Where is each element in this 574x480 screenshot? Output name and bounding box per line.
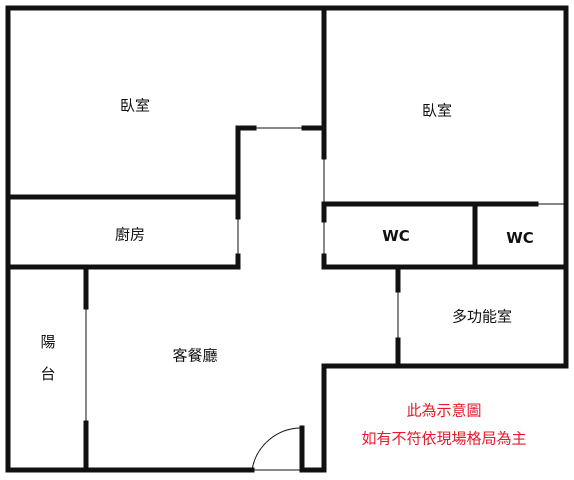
room-label-living-dining: 客餐廳 [172,346,218,365]
room-label-bedroom-left: 臥室 [119,96,151,115]
openings [85,127,566,471]
walls [5,5,569,473]
room-label-kitchen: 廚房 [114,225,146,244]
room-label-balcony: 陽台 [40,333,56,383]
room-label-bedroom-right: 臥室 [421,101,453,120]
entrance-door-swing [251,427,303,471]
room-label-multipurpose: 多功能室 [451,307,513,326]
room-label-wc-1: WC [382,227,410,245]
disclaimer-line-2: 如有不符依現場格局為主 [361,429,527,448]
room-label-wc-2: WC [506,229,534,247]
disclaimer-line-1: 此為示意圖 [406,401,482,420]
